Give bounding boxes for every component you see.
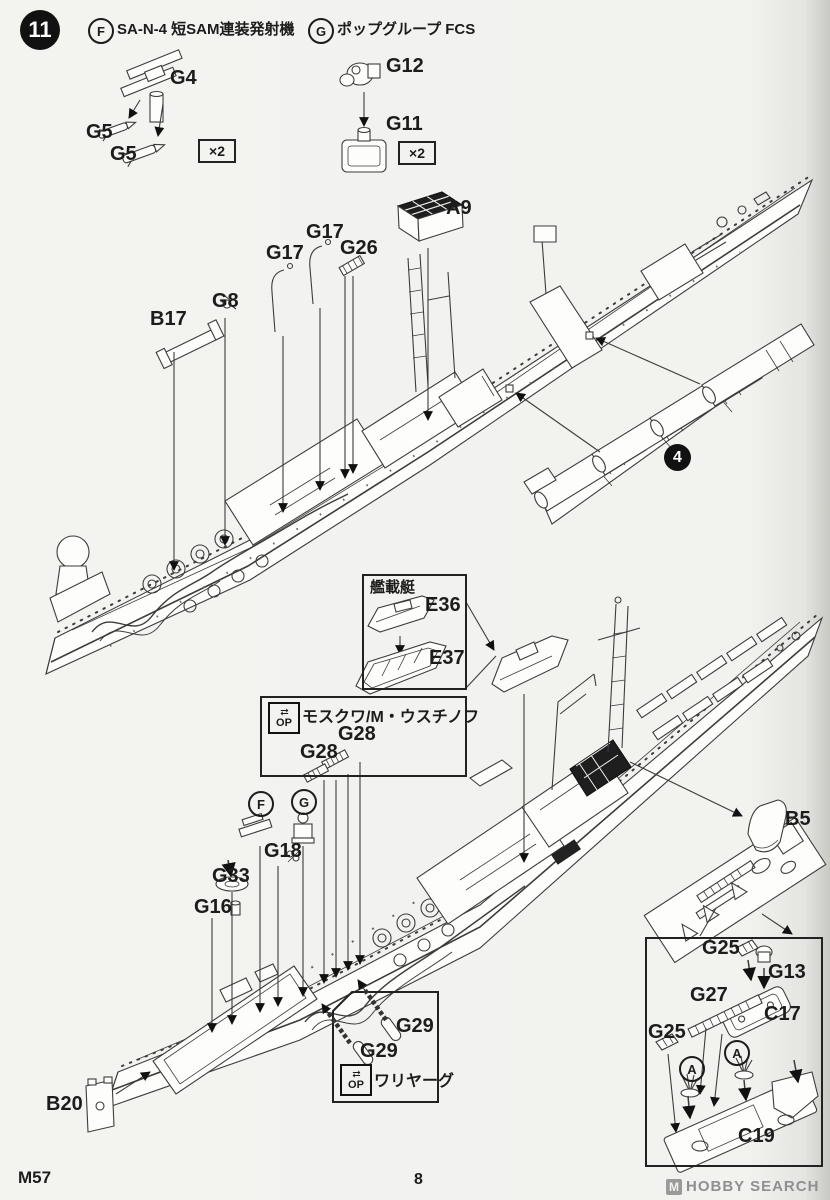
part-label-g29: G29 [396, 1015, 434, 1037]
part-letter-a-circle: A [724, 1040, 750, 1066]
part-label-g29: G29 [360, 1040, 398, 1062]
g-part-title: ポップグループ FCS [337, 21, 476, 38]
part-letter-g-circle: G [308, 18, 334, 44]
hobby-search-logo-icon: M [666, 1178, 682, 1195]
part-label-e36: E36 [425, 594, 461, 616]
part-letter-f-circle: F [88, 18, 114, 44]
part-letter-a-circle: A [679, 1056, 705, 1082]
part-label-c17: C17 [764, 1003, 801, 1025]
part-label-g8: G8 [212, 290, 239, 312]
part-label-a9: A9 [446, 197, 472, 219]
mid-parts-drawings [207, 749, 365, 1033]
b20-part-drawing [85, 1071, 151, 1133]
g29-parts-drawing [321, 979, 439, 1103]
part-label-g5: G5 [86, 121, 113, 143]
part-label-g17: G17 [306, 221, 344, 243]
quantity-badge: ×2 [198, 139, 236, 163]
c17-c19-parts-box [645, 937, 823, 1167]
subassembly-number-badge: 4 [664, 444, 691, 471]
part-label-b17: B17 [150, 308, 187, 330]
variant-name-moskva: モスクワ/M・ウスチノフ [302, 709, 480, 726]
part-label-g17: G17 [266, 242, 304, 264]
boat-box-title: 艦載艇 [370, 579, 416, 596]
watermark-text: HOBBY SEARCH [686, 1178, 820, 1195]
part-letter-g-circle: G [291, 789, 317, 815]
deck-platform-part-drawing [629, 761, 827, 964]
step-number-badge: 11 [20, 10, 60, 50]
op-arrows-glyph: ⇄ [352, 1068, 360, 1080]
part-label-g25: G25 [702, 937, 740, 959]
part-label-g11: G11 [386, 113, 423, 135]
part-letter-f-circle: F [248, 791, 274, 817]
page-number: 8 [414, 1171, 423, 1188]
optional-parts-icon: ⇄ OP [268, 702, 300, 734]
part-label-b5: B5 [785, 808, 811, 830]
part-label-g18: G18 [264, 840, 302, 862]
sheet-code: M57 [18, 1168, 52, 1187]
part-label-c19: C19 [738, 1125, 775, 1147]
boat-parts-box [362, 574, 467, 690]
part-label-g16: G16 [194, 896, 232, 918]
watermark: M HOBBY SEARCH [666, 1178, 819, 1195]
part-label-g27: G27 [690, 984, 728, 1006]
part-label-g5: G5 [110, 143, 137, 165]
launcher-assembly-drawing [515, 323, 815, 525]
part-label-g33: G33 [212, 865, 250, 887]
variant-box-2-outline [332, 991, 439, 1103]
part-label-g13: G13 [768, 961, 806, 983]
top-parts-drawings [98, 49, 464, 571]
part-label-g4: G4 [170, 67, 197, 89]
variant-box-moskva [260, 696, 467, 777]
part-label-b20: B20 [46, 1093, 83, 1115]
part-label-g12: G12 [386, 55, 424, 77]
part-label-g28: G28 [338, 723, 376, 745]
f-part-title: SA-N-4 短SAM連装発射機 [117, 21, 295, 38]
part-label-g28: G28 [300, 741, 338, 763]
op-arrows-glyph: ⇄ [280, 706, 288, 718]
part-label-g25: G25 [648, 1021, 686, 1043]
optional-parts-icon: ⇄ OP [340, 1064, 372, 1096]
variant-name-varyag: ワリヤーグ [374, 1073, 455, 1090]
quantity-badge: ×2 [398, 141, 436, 165]
c17-c19-parts-drawing [655, 907, 819, 1173]
part-label-e37: E37 [429, 647, 465, 669]
part-label-g26: G26 [340, 237, 378, 259]
